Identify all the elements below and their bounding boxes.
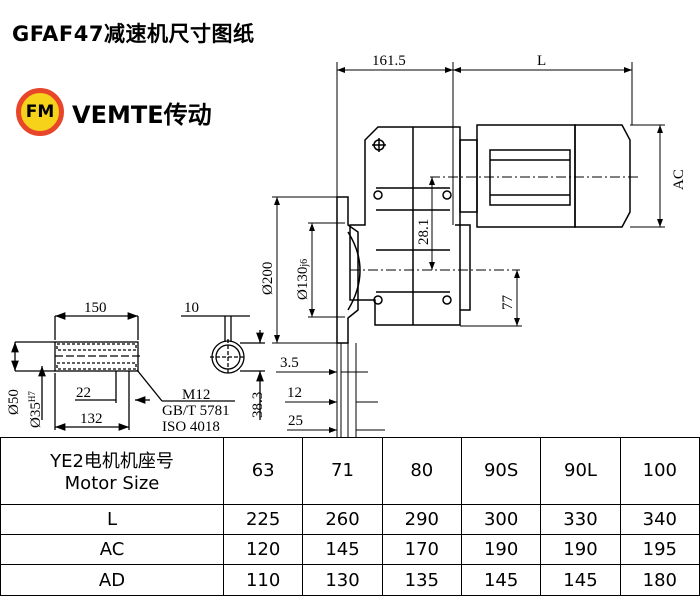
svg-text:28.1: 28.1 — [416, 219, 432, 245]
header-en: Motor Size — [64, 473, 160, 495]
svg-text:22: 22 — [76, 385, 91, 401]
cell: 110 — [222, 564, 304, 596]
cell: 340 — [619, 503, 700, 536]
dim-flange-offsets: 3.5 12 25 — [276, 343, 385, 437]
motor — [459, 124, 631, 228]
cell: 190 — [460, 533, 542, 566]
svg-text:12: 12 — [287, 385, 302, 401]
row-label: L — [0, 503, 224, 536]
cell: 225 — [222, 503, 304, 536]
svg-text:Ø50: Ø50 — [6, 389, 22, 415]
svg-text:77: 77 — [500, 295, 516, 311]
technical-drawing: 161.5 L — [6, 53, 687, 437]
size-cell: 100 — [619, 437, 700, 505]
svg-text:Ø35H7: Ø35H7 — [27, 391, 44, 428]
shaft-end-view: 10 38.3 — [181, 300, 266, 420]
hollow-shaft-section: 150 Ø50 Ø35H7 22 132 M12 GB/T 5781 ISO 4… — [6, 300, 235, 435]
logo-text: VEMTE传动 — [72, 100, 212, 129]
cell: 290 — [381, 503, 462, 536]
cell: 170 — [381, 533, 462, 566]
cell: 120 — [222, 533, 304, 566]
header-cn: YE2电机机座号 — [50, 451, 174, 473]
cell: 145 — [540, 564, 621, 596]
dim-d130: Ø130j6 — [295, 222, 345, 318]
size-cell: 80 — [381, 437, 462, 505]
svg-text:GB/T 5781: GB/T 5781 — [162, 403, 230, 419]
svg-text:38.3: 38.3 — [250, 392, 266, 418]
dim-28-1: 28.1 — [416, 177, 435, 270]
size-cell: 90L — [540, 437, 621, 505]
size-cell: 63 — [222, 437, 304, 505]
dim-77: 77 — [460, 270, 522, 327]
row-label: AC — [0, 533, 224, 566]
cell: 130 — [302, 564, 383, 596]
svg-text:10: 10 — [184, 300, 199, 316]
page-title: GFAF47减速机尺寸图纸 — [12, 22, 255, 46]
svg-text:161.5: 161.5 — [372, 53, 406, 69]
cell: 260 — [302, 503, 383, 536]
svg-text:132: 132 — [80, 411, 103, 427]
svg-text:Ø200: Ø200 — [260, 262, 276, 295]
cell: 195 — [619, 533, 700, 566]
svg-text:L: L — [537, 53, 546, 69]
svg-text:3.5: 3.5 — [280, 355, 299, 371]
dim-AC: AC — [630, 124, 687, 228]
cell: 135 — [381, 564, 462, 596]
svg-text:Ø130j6: Ø130j6 — [295, 259, 311, 300]
size-cell: 71 — [302, 437, 383, 505]
cell: 300 — [460, 503, 542, 536]
svg-text:AC: AC — [671, 169, 687, 190]
logo-badge-icon: FM — [16, 88, 64, 136]
svg-text:150: 150 — [84, 300, 107, 316]
cell: 145 — [302, 533, 383, 566]
gearbox-body — [349, 126, 471, 326]
cell: 330 — [540, 503, 621, 536]
table-row: L 225 260 290 300 330 340 — [0, 503, 700, 536]
row-label: AD — [0, 564, 224, 596]
svg-text:ISO 4018: ISO 4018 — [162, 419, 220, 435]
dim-L: L — [453, 53, 633, 125]
cell: 145 — [460, 564, 542, 596]
table-row: AC 120 145 170 190 190 195 — [0, 533, 700, 566]
dim-d200: Ø200 — [260, 196, 337, 344]
brand-logo: FM VEMTE传动 — [16, 88, 212, 136]
svg-text:M12: M12 — [182, 387, 210, 403]
size-cell: 90S — [460, 437, 542, 505]
cell: 190 — [540, 533, 621, 566]
cell: 180 — [619, 564, 700, 596]
svg-text:25: 25 — [288, 413, 303, 429]
table-row: AD 110 130 135 145 145 180 — [0, 564, 700, 596]
